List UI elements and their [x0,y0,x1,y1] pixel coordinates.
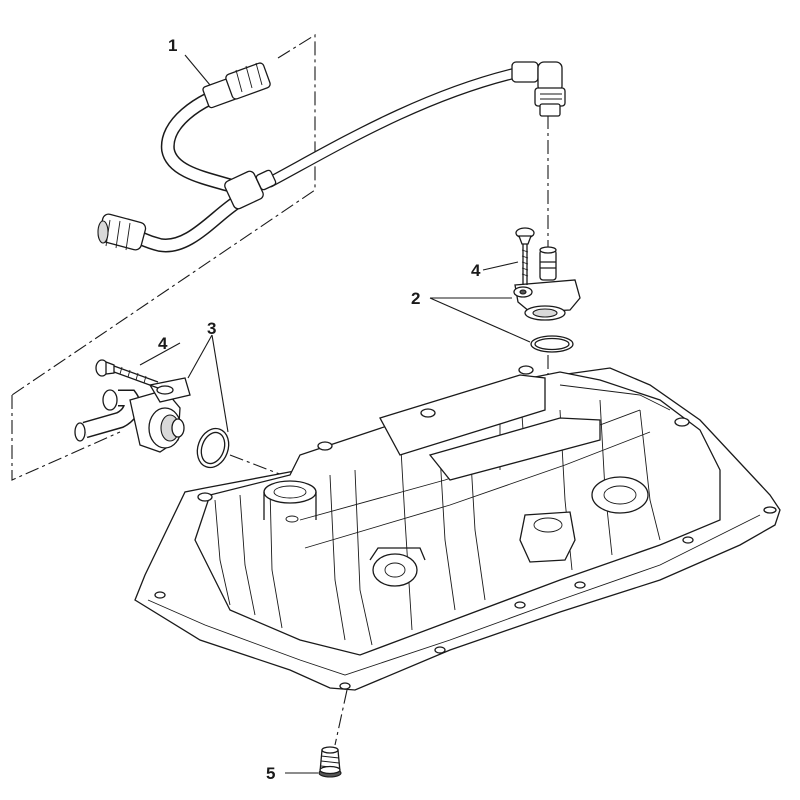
callout-2: 2 [411,289,420,308]
pcv-valve-right [513,246,581,321]
o-ring-right [530,335,574,353]
oil-filler-neck [263,480,317,523]
callout-5: 5 [266,764,275,783]
hose-connector-right [511,61,566,117]
hose-connector-lower [97,213,147,251]
callout-4-left: 4 [158,334,168,353]
plug [318,746,342,778]
leader-lines [139,54,531,774]
screw-right [515,227,535,285]
pcv-valve-left [74,377,191,453]
hose-connector-upper [202,62,271,109]
valve-cover [134,365,781,691]
callout-4-right: 4 [471,261,481,280]
screw-left [95,359,159,389]
pcv-port-right [519,511,576,563]
hose-assembly [97,61,566,253]
pcv-port-left [369,547,426,587]
callout-3: 3 [207,319,216,338]
o-ring-left [196,427,230,469]
callout-1: 1 [168,36,177,55]
